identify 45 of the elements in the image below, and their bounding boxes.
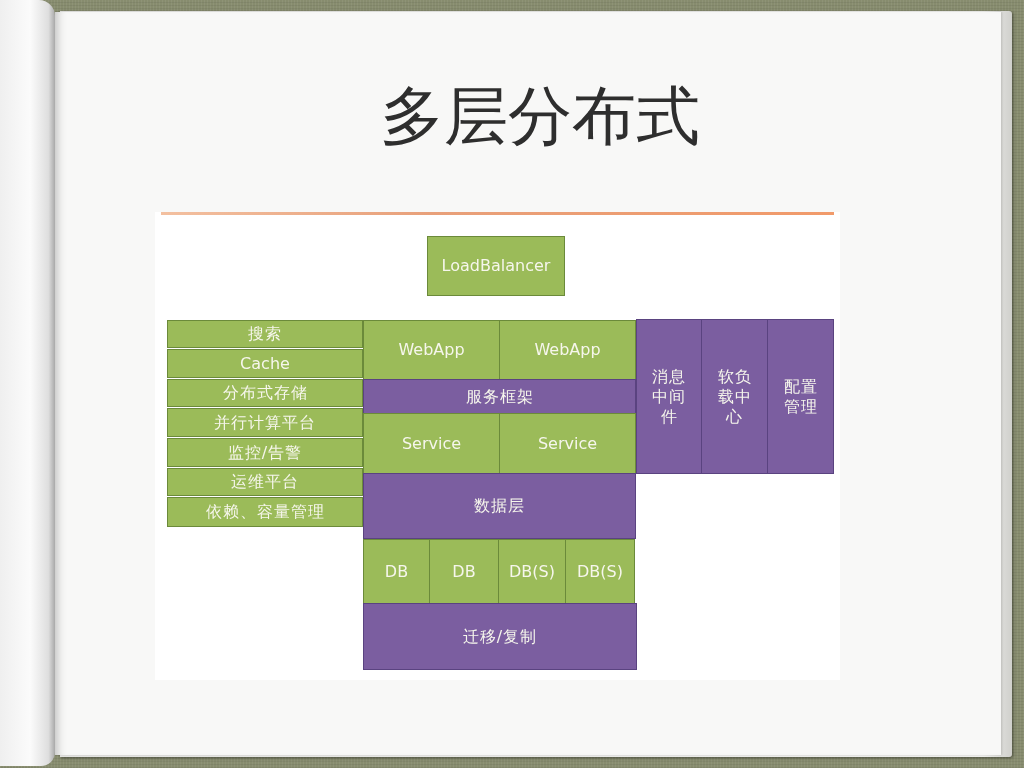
component-label: WebApp: [398, 340, 465, 360]
component-box: [167, 408, 363, 437]
component-label: DB(S): [577, 561, 623, 582]
component-label: 软负载中心: [716, 366, 753, 427]
component-label: 分布式存储: [222, 383, 308, 403]
component-label: Service: [401, 433, 462, 454]
component-label: 服务框架: [465, 386, 534, 407]
component-box: [167, 438, 363, 467]
component-label: 数据层: [474, 496, 525, 516]
component-box: [167, 468, 363, 496]
component-box: [636, 319, 702, 474]
component-label: 运维平台: [231, 472, 299, 492]
component-box: [499, 413, 636, 474]
component-label: 依赖、容量管理: [205, 502, 325, 522]
component-box: [167, 497, 363, 527]
component-box: [427, 236, 565, 296]
component-label: 并行计算平台: [214, 412, 316, 433]
component-box: [167, 379, 363, 407]
component-box: [429, 539, 499, 604]
component-label: 监控/告警: [227, 442, 303, 463]
component-box: [363, 379, 636, 414]
component-box: [701, 319, 768, 474]
component-box: [363, 320, 500, 380]
component-label: Service: [537, 433, 598, 454]
component-label: 消息中间件: [651, 366, 687, 427]
component-label: DB: [384, 561, 409, 582]
component-label: DB(S): [509, 561, 555, 582]
component-label: Cache: [240, 353, 290, 374]
component-box: [363, 603, 637, 670]
component-box: [767, 319, 834, 474]
component-box: [167, 349, 363, 378]
component-box: [498, 539, 566, 604]
slide-title: 多层分布式: [380, 84, 700, 148]
component-label: 迁移/复制: [462, 626, 538, 647]
component-label: 配置管理: [782, 376, 819, 417]
component-box: [363, 539, 430, 604]
component-box: [167, 320, 363, 348]
component-label: DB: [452, 561, 476, 582]
component-box: [499, 320, 636, 380]
component-box: [363, 413, 500, 474]
component-box: [363, 473, 636, 539]
component-label: WebApp: [534, 340, 601, 360]
component-label: 搜索: [248, 324, 282, 344]
component-label: LoadBalancer: [441, 256, 551, 276]
component-box: [565, 539, 635, 604]
